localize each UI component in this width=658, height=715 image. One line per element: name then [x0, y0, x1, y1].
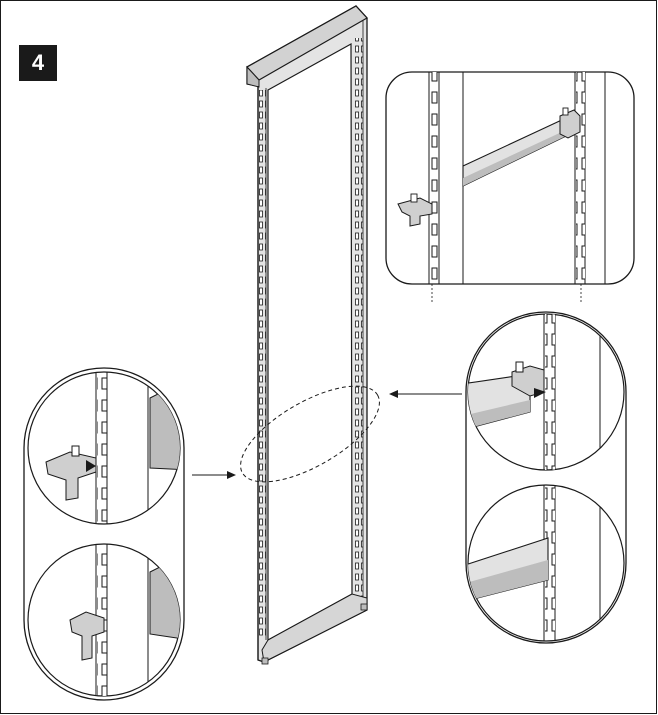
- detail-top-right: [385, 71, 635, 304]
- bracket-clip: [45, 451, 97, 501]
- bracket-right: [559, 109, 581, 139]
- detail-right: [465, 311, 627, 644]
- press-arrow-icon: [534, 388, 546, 398]
- frame-top-cap: [246, 65, 260, 88]
- step-number-badge: 4: [19, 45, 57, 81]
- arrow-right-icon: [192, 471, 236, 479]
- highlight-ellipse: [240, 385, 380, 483]
- wardrobe-frame: [246, 5, 368, 665]
- bracket-clip-fitted: [69, 611, 105, 661]
- arrow-left-icon: [389, 390, 462, 398]
- bracket-left: [397, 197, 433, 227]
- right-upright-slots: [355, 38, 363, 598]
- left-upright-slots: [258, 90, 266, 638]
- detail-left: [23, 367, 185, 701]
- press-arrow-icon: [86, 460, 96, 472]
- frame-opening: [267, 42, 353, 642]
